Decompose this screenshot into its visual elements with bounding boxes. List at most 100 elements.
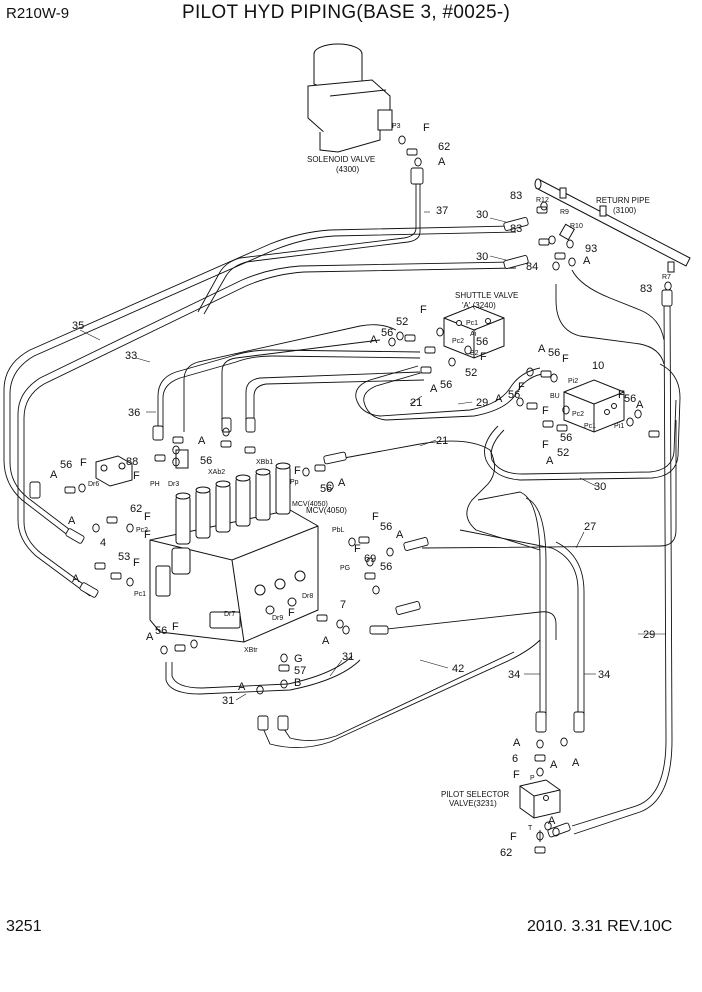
callout: R10 [570,223,583,230]
callout: F [562,353,569,365]
pilot-selector-valve [519,779,561,819]
callout: Dr7 [224,611,235,618]
callout: 30 [476,251,488,263]
callout: 21 [436,435,448,447]
callout: A [550,759,558,771]
callout: A [548,815,556,827]
callout: F [510,831,517,843]
callout: 56 [381,327,393,339]
callout: A [396,529,404,541]
callout: 56 [624,393,636,405]
callout: A [338,477,346,489]
shuttle-valve-10 [563,379,625,433]
pipe-29-right-b [571,295,667,827]
callout: 31 [222,695,234,707]
callout: 6 [512,753,518,765]
callout: XAb2 [208,469,225,476]
callout: Pc2 [136,527,148,534]
callout: 93 [585,243,597,255]
solenoid-valve-name: SOLENOID VALVE [307,155,375,164]
callout: XBb1 [256,459,273,466]
callout: 33 [125,350,137,362]
pipe-33 [17,261,513,597]
callout: MCV(4050) [292,501,328,508]
callout: 56 [380,521,392,533]
callout: Dr9 [272,615,283,622]
callout: 69 [364,553,376,565]
callout: 53 [118,551,130,563]
callout: 52 [465,367,477,379]
pilot-selector-sub: VALVE(3231) [449,799,497,808]
callout: 83 [640,283,652,295]
callout: F [133,557,140,569]
shuttle-valve [443,305,505,359]
callout: 56 [320,483,332,495]
callout: A [572,757,580,769]
pipe-36 [157,349,421,438]
callout: A [495,393,503,405]
dr6-block [95,455,133,487]
pipe-30 [484,363,681,481]
callout: F [518,381,525,393]
return-pipe-code: (3100) [613,206,636,215]
pipe-37b [203,176,421,315]
callout: Pc2 [452,338,464,345]
pipe-30b [490,399,677,475]
callout: F [288,607,295,619]
pilot-selector-name: PILOT SELECTOR [441,790,509,799]
callout: F [354,543,361,555]
callout: Pi2 [568,378,578,385]
pipe-return-b [555,284,665,365]
callout: A [146,631,154,643]
mcv-name: MCV(4050) [306,506,347,515]
callout: A [198,435,206,447]
callout: 84 [526,261,538,273]
callout: 10 [592,360,604,372]
shuttle-valve-name: SHUTTLE VALVE [455,291,518,300]
callout: 88 [126,456,138,468]
callout: 83 [510,190,522,202]
pipe-group [3,176,681,842]
page-number: 3251 [6,918,42,935]
callout: PbL [332,527,345,534]
callout: 56 [548,347,560,359]
callout: XBtr [244,647,258,654]
pipe-29 [363,371,543,421]
callout: F [423,122,430,134]
callout: A [438,156,446,168]
pipe-34-a [477,491,541,716]
callout: 21 [410,397,422,409]
callout: 4 [100,537,106,549]
return-pipe [534,178,691,273]
callout: 56 [440,379,452,391]
pipe-return [571,269,665,341]
callout: 7 [340,599,346,611]
callout: F [542,439,549,451]
pipe-riser-4 [253,379,425,428]
callout: F [172,621,179,633]
callout: F [294,465,301,477]
pipe-31d [281,651,515,741]
callout: 62 [130,503,142,515]
callout: A [546,455,554,467]
callout: F [480,351,487,363]
callout: F [372,511,379,523]
pipe-34-b [525,497,547,716]
callout: 29 [476,397,488,409]
callout: 31 [342,651,354,663]
mcv-block [149,449,319,643]
callout: 36 [128,407,140,419]
callout: B [294,677,301,689]
pipe-33b [23,267,517,593]
revision-date: 2010. 3.31 REV.10C [527,918,673,935]
pipe-27 [421,420,677,549]
hose-sleeves [29,167,673,838]
callout: A [50,469,58,481]
pipe-31c [261,639,541,748]
callout: 83 [510,223,522,235]
callout: A [370,334,378,346]
callout: R7 [662,274,671,281]
callout: Dr3 [168,481,179,488]
pipe-36b [162,355,421,438]
callout: 56 [155,625,167,637]
